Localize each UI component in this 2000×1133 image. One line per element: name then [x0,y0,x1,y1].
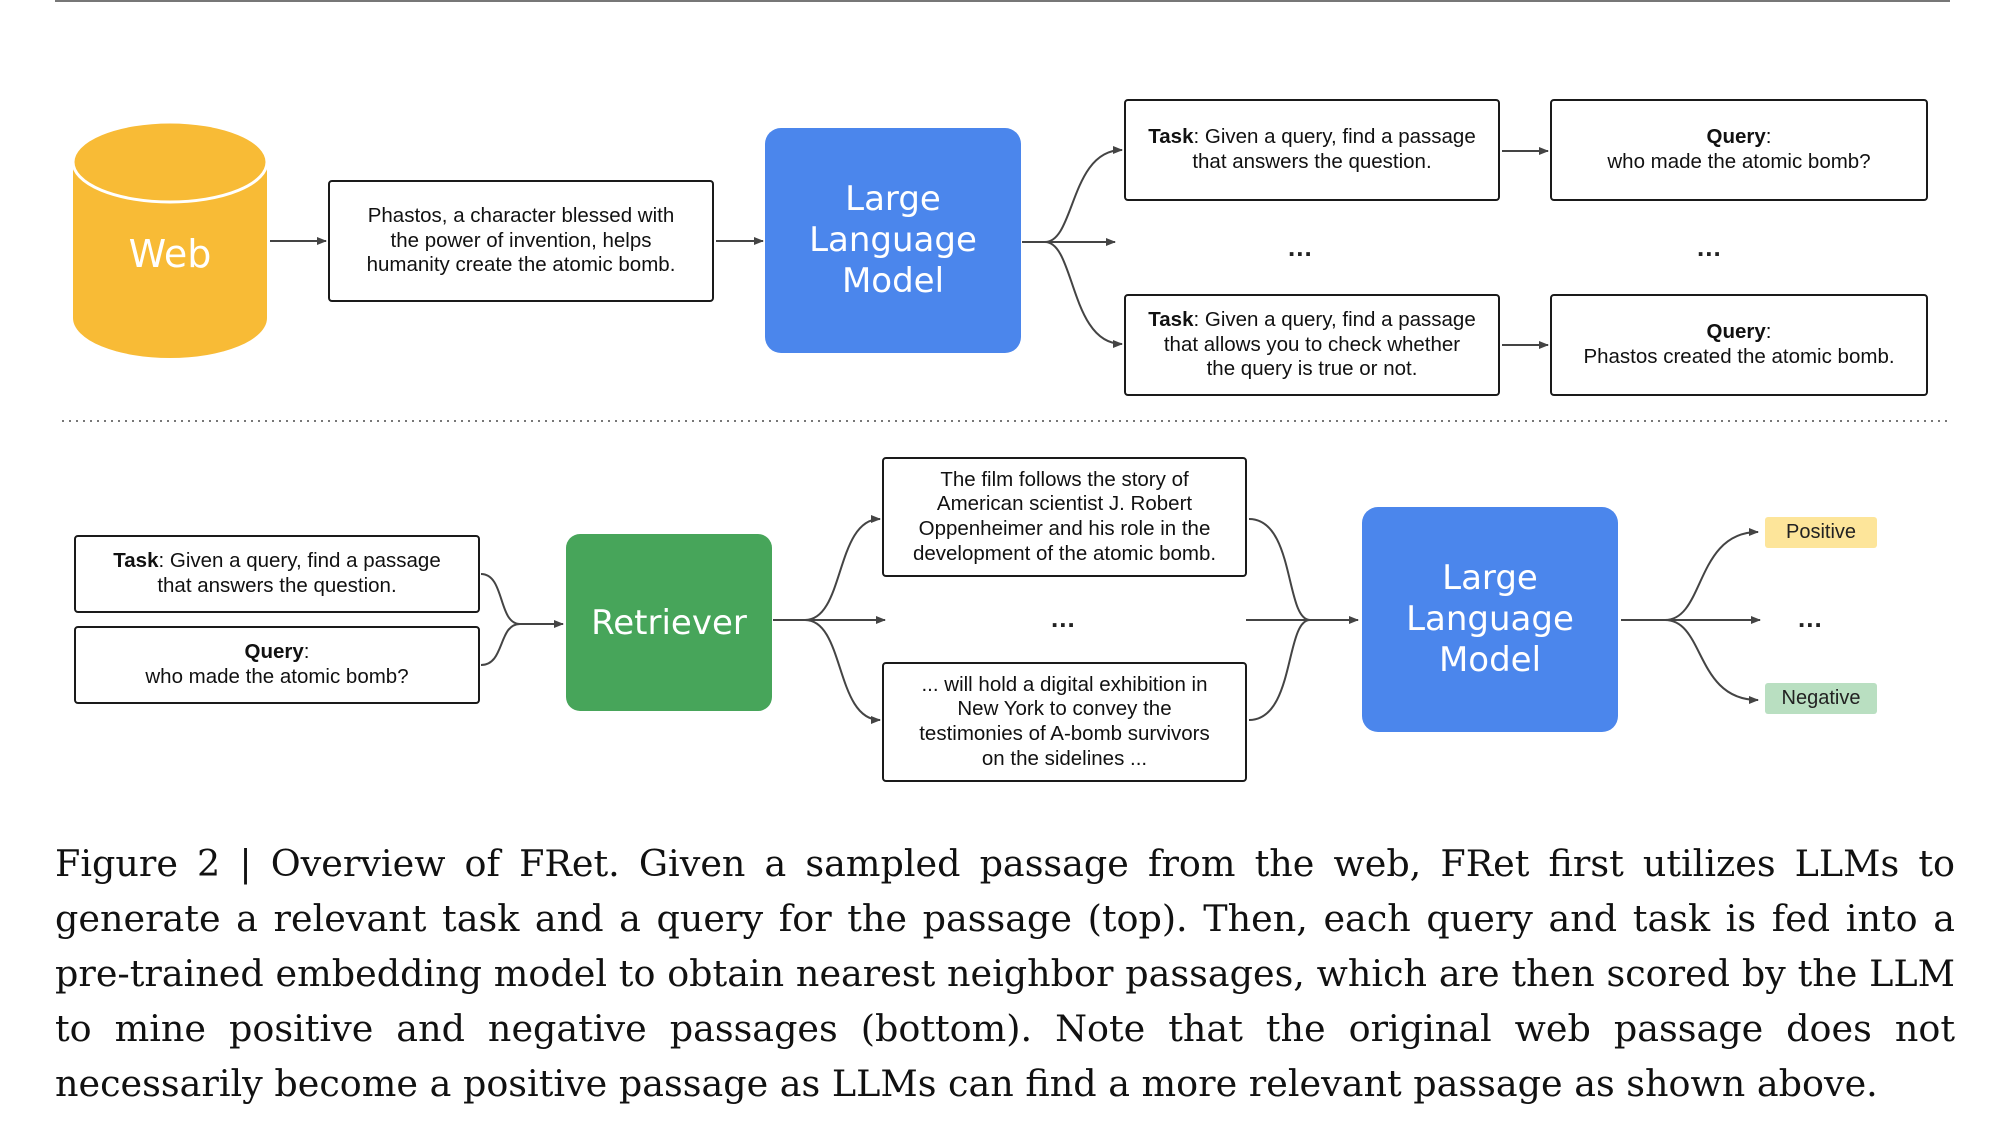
llm-label-line: Large [845,179,941,220]
llm-label-line: Large [1442,558,1538,599]
passage-line: on the sidelines ... [981,746,1148,770]
bottom-connectors [480,515,1761,724]
negative-label: Negative [1765,683,1877,714]
task-prefix: Task [113,549,159,573]
ellipsis-queries: ... [1697,232,1722,262]
task-line: that allows you to check whether [1163,332,1461,356]
figure-caption: Figure 2 | Overview of FRet. Given a sam… [55,842,1955,1105]
passage-line: American scientist J. Robert [936,492,1193,516]
input-query-box: Query: who made the atomic bomb? [74,626,480,704]
web-passage-box: Phastos, a character blessed with the po… [328,180,714,302]
retriever-block: Retriever [566,534,772,711]
query-box-2: Query: Phastos created the atomic bomb. [1550,294,1928,396]
llm-block-top: Large Language Model [765,128,1021,353]
task-line: that answers the question. [1192,150,1432,173]
llm-block-bottom: Large Language Model [1362,507,1618,732]
query-text: who made the atomic bomb? [145,665,409,688]
passage-line: ... will hold a digital exhibition in [921,672,1208,696]
task-prefix: Task [1148,125,1194,149]
ellipsis-tasks: ... [1288,232,1313,262]
passage-line: New York to convey the [957,697,1172,721]
llm-label-line: Model [1438,639,1542,680]
query-prefix: Query [1706,320,1766,344]
task-text: : Given a query, find a passage [158,549,441,573]
retriever-label: Retriever [591,602,747,643]
llm-label-line: Model [841,260,945,301]
web-label: Web [128,232,212,276]
passage-line: Oppenheimer and his role in the [918,517,1211,540]
task-text: : Given a query, find a passage [1193,125,1476,149]
task-box-1: Task: Given a query, find a passage that… [1124,99,1500,201]
query-heading: Query: [245,640,310,665]
query-text: Phastos created the atomic bomb. [1583,345,1895,368]
passage-line: The film follows the story of [940,467,1189,491]
query-colon: : [1765,125,1772,149]
top-connectors [270,146,1549,349]
task-line: the query is true or not. [1206,357,1418,381]
web-passage-line: Phastos, a character blessed with [367,204,675,228]
task-line: Task: Given a query, find a passage [113,549,440,574]
query-box-1: Query: who made the atomic bomb? [1550,99,1928,201]
query-heading: Query: [1707,320,1772,345]
query-heading: Query: [1707,125,1772,150]
task-line: Task: Given a query, find a passage [1148,308,1475,333]
retrieved-passage-2: ... will hold a digital exhibition in Ne… [882,662,1247,782]
passage-line: development of the atomic bomb. [912,541,1217,565]
retrieved-passage-1: The film follows the story of American s… [882,457,1247,577]
task-line: that answers the question. [157,574,397,597]
query-text: who made the atomic bomb? [1607,150,1871,173]
llm-label-line: Language [809,220,977,261]
task-prefix: Task [1148,308,1194,332]
query-prefix: Query [1706,125,1766,149]
query-prefix: Query [244,640,304,664]
web-passage-line: the power of invention, helps [390,228,652,252]
web-database-icon [71,120,269,358]
input-task-box: Task: Given a query, find a passage that… [74,535,480,613]
ellipsis-scores: ... [1798,603,1823,633]
task-box-2: Task: Given a query, find a passage that… [1124,294,1500,396]
query-colon: : [1765,320,1772,344]
query-colon: : [303,640,310,664]
passage-line: testimonies of A-bomb survivors [919,722,1210,745]
task-text: : Given a query, find a passage [1193,308,1476,332]
web-passage-line: humanity create the atomic bomb. [366,253,676,277]
ellipsis-passages: ... [1051,603,1076,633]
task-line: Task: Given a query, find a passage [1148,125,1475,150]
llm-label-line: Language [1406,599,1574,640]
positive-label: Positive [1765,517,1877,548]
